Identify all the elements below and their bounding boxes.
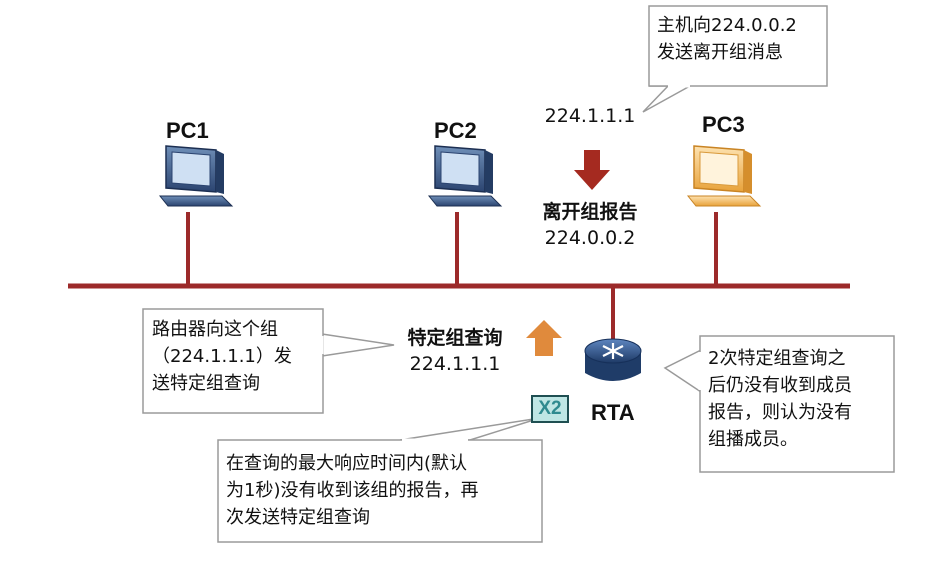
pc3-icon[interactable] <box>686 145 762 207</box>
specific-query-label: 特定组查询 <box>407 327 503 349</box>
leave-report-label: 离开组报告 <box>542 201 638 223</box>
pc1-icon[interactable] <box>158 145 234 207</box>
pc1-label: PC1 <box>166 118 209 143</box>
pc2-icon[interactable] <box>427 145 503 207</box>
callout-pc3-leave-shape <box>642 5 828 113</box>
callout-no-member-shape <box>663 335 895 473</box>
down-arrow-icon <box>574 150 610 190</box>
pc2-label: PC2 <box>434 118 477 143</box>
callout-router-query-shape <box>142 308 395 414</box>
callout-pc3-leave-text: 主机向224.0.0.2 发送离开组消息 <box>657 15 797 63</box>
pc3-label: PC3 <box>702 112 745 137</box>
leave-report-dest: 224.0.0.2 <box>544 227 636 249</box>
callout-retry-query-shape <box>217 417 543 543</box>
query-count-badge: X2 <box>531 395 569 423</box>
specific-query-address: 224.1.1.1 <box>409 353 501 375</box>
callout-router-query-text: 路由器向这个组 （224.1.1.1）发 送特定组查询 <box>152 319 292 394</box>
up-arrow-icon <box>526 320 562 356</box>
lan-bus <box>68 212 850 340</box>
leave-group-address: 224.1.1.1 <box>544 105 636 127</box>
router-icon[interactable] <box>584 338 642 381</box>
callout-no-member-text: 2次特定组查询之 后仍没有收到成员 报告，则认为没有 组播成员。 <box>708 348 852 450</box>
callout-retry-query-text: 在查询的最大响应时间内(默认 为1秒)没有收到该组的报告，再 次发送特定组查询 <box>226 453 479 528</box>
router-label: RTA <box>591 400 635 425</box>
